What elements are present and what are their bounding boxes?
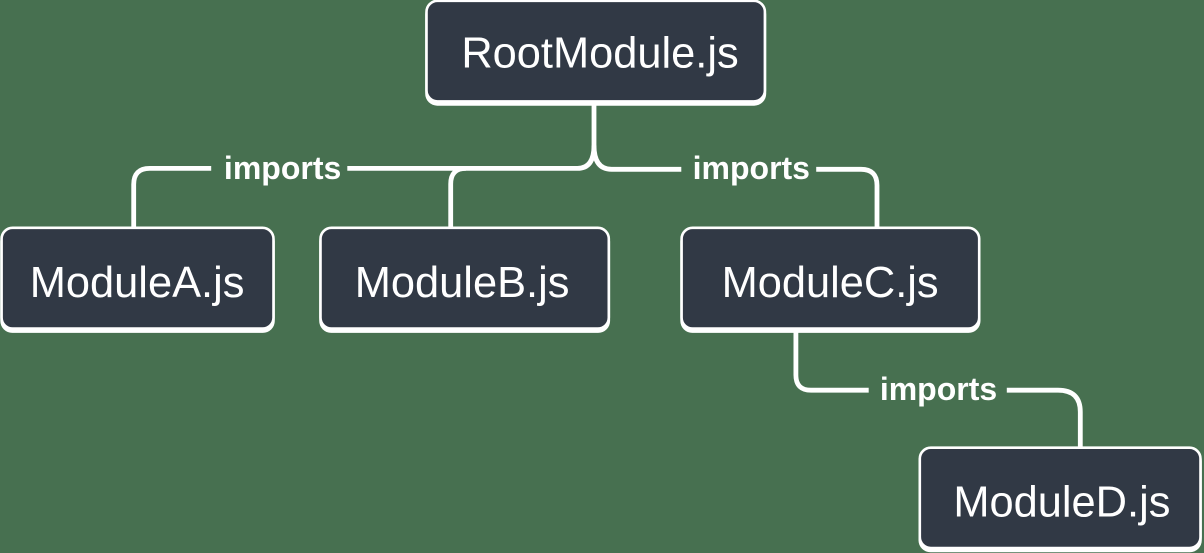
svg-text:ModuleB.js: ModuleB.js [355, 259, 570, 307]
svg-text:ModuleD.js: ModuleD.js [953, 479, 1170, 527]
svg-text:imports: imports [693, 150, 810, 186]
svg-text:ModuleA.js: ModuleA.js [30, 259, 245, 307]
svg-text:imports: imports [224, 150, 341, 186]
svg-text:RootModule.js: RootModule.js [461, 30, 738, 78]
svg-text:imports: imports [880, 371, 997, 407]
svg-text:ModuleC.js: ModuleC.js [722, 259, 939, 307]
